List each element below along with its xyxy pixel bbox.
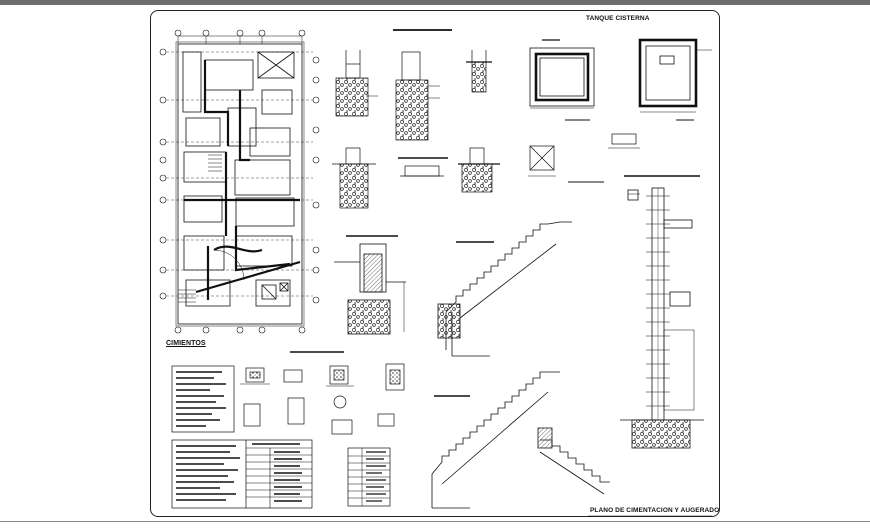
bottom-bar <box>0 521 870 528</box>
stair-section-upper <box>437 221 572 357</box>
notes-and-schedules <box>171 365 391 509</box>
wall-elevation-section <box>620 175 704 449</box>
footing-details-top <box>335 29 492 141</box>
footing-details-middle <box>332 133 640 209</box>
top-bar <box>0 0 870 5</box>
plan-title: PLANO DE CIMENTACION Y AUGERADO <box>590 507 720 514</box>
cistern-tank-sections <box>529 38 712 121</box>
stair-section-lower <box>431 371 610 509</box>
cimientos-label: CIMIENTOS <box>166 340 206 347</box>
tank-title: TANQUE CISTERNA <box>586 15 650 22</box>
footing-section-center <box>334 235 406 335</box>
footing-details-bottom <box>240 351 405 435</box>
drawing-sheet <box>150 10 720 517</box>
foundation-floor-plan <box>159 29 320 334</box>
